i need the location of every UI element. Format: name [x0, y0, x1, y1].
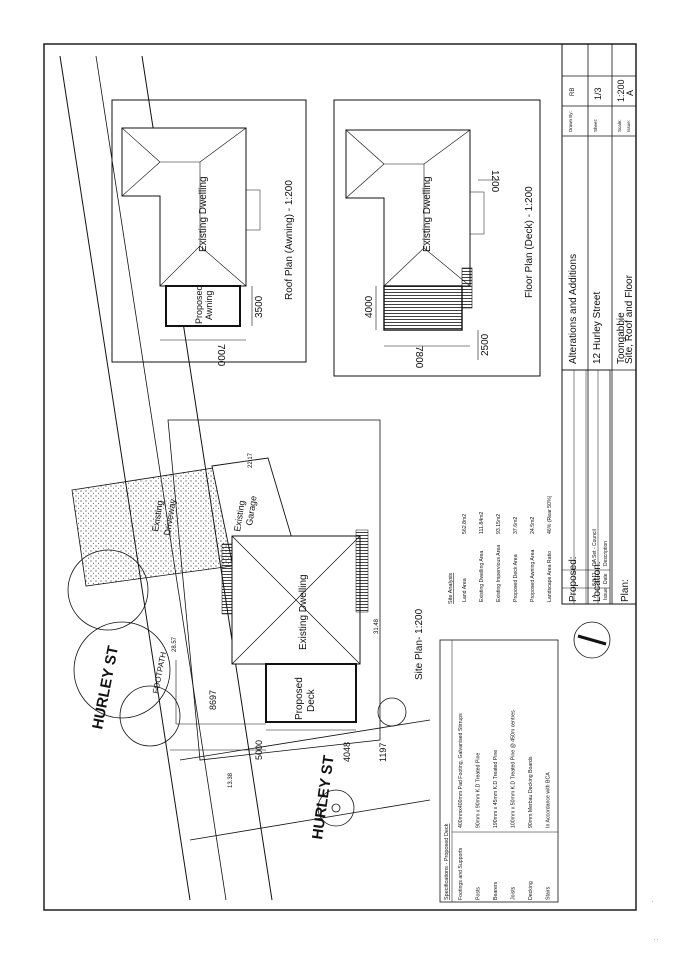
specification-label: Bearers — [493, 881, 499, 900]
roof-dim-7000: 7000 — [215, 344, 226, 367]
site-analysis-label: Existing Impervious Area — [496, 545, 502, 602]
roof-plan-title: Roof Plan (Awning) - 1:200 — [284, 180, 295, 300]
tree-canopy — [377, 697, 407, 727]
site-analysis-label: Proposed Awning Area — [530, 549, 536, 602]
tree-canopy — [119, 685, 181, 747]
issue-value: A — [625, 90, 635, 96]
site-analysis-label: Landscape Area Ratio — [547, 551, 553, 602]
issue-label: Issue: — [626, 120, 631, 132]
site-boundary — [167, 419, 381, 761]
svg-text:.: . — [652, 898, 653, 904]
drawn-by-label: Drawn By: — [568, 111, 573, 132]
specification-label: Joists — [511, 886, 517, 900]
driveway-label-1: Existing — [150, 500, 165, 533]
floor-plan-title: Floor Plan (Deck) - 1:200 — [524, 186, 535, 298]
specifications-heading: Specifications - Proposed Deck — [444, 823, 450, 900]
specifications-table: Specifications - Proposed Deck Footings … — [439, 639, 559, 903]
specification-value: 400mmx400mm Pad Footing, Galvanised Stir… — [458, 713, 464, 828]
site-analysis-value: 562.8m2 — [462, 514, 468, 534]
dim-13-38: 13.38 — [228, 772, 234, 788]
revision-row-description: DA Set - Council — [592, 529, 598, 566]
sheet-value: 1/3 — [593, 87, 603, 100]
tree-canopy — [73, 621, 171, 719]
floor-dim-2500: 2500 — [480, 333, 491, 356]
specification-value: 90mm x 90mm K.D Treated Pine — [476, 753, 482, 828]
dim-28-57: 28.57 — [172, 636, 178, 652]
deck-label-1: Proposed — [294, 677, 305, 720]
roof-plan: Existing Dwelling Proposed Awning 7000 3… — [111, 99, 307, 367]
site-analysis-label: Land Area — [462, 578, 468, 602]
specification-label: Posts — [476, 887, 482, 900]
plan-value: Site, Roof and Floor — [624, 274, 635, 364]
garage-label-1: Existing — [232, 500, 247, 533]
floor-dim-1200: 1200 — [489, 170, 500, 193]
revision-table: Issue Date Description A 8.8.11 DA Set -… — [561, 369, 611, 605]
deck-label-2: Deck — [306, 688, 317, 712]
site-analysis-label: Existing Dwelling Area — [479, 551, 485, 602]
dwelling-label-site: Existing Dwelling — [298, 574, 309, 650]
roof-dim-3500: 3500 — [254, 295, 265, 318]
specification-label: Stairs — [546, 886, 552, 900]
site-analysis-value: 46% (Rear 50%) — [547, 495, 553, 534]
north-arrow — [573, 621, 611, 659]
footpath-label: FOOTPATH — [151, 651, 168, 695]
site-plan-title: Site Plan- 1:200 — [414, 608, 425, 680]
dim-5000: 5000 — [254, 740, 264, 760]
proposed-label: Proposed: — [568, 556, 579, 602]
street-name-bottom: HURLEY ST — [309, 754, 338, 840]
revision-header-description: Description — [603, 541, 609, 566]
location-value-suburb: Toongabbie — [616, 312, 627, 364]
proposed-value: Alterations and Additions — [568, 254, 579, 364]
drawn-by-value: RB — [570, 88, 576, 96]
location-value-street: 12 Hurley Street — [592, 292, 603, 364]
specification-value: 190mm x 45mm K.D Treated Pine — [493, 750, 499, 828]
sheet-label: Sheet: — [593, 119, 598, 132]
floor-dim-4000: 4000 — [364, 295, 375, 318]
revision-row-date: 8.8.11 — [592, 572, 598, 586]
proposed-deck-floor — [383, 285, 463, 331]
dwelling-label-floor: Existing Dwelling — [422, 176, 433, 252]
revision-header-issue: Issue — [603, 588, 609, 600]
revision-row-issue: A — [592, 594, 598, 598]
specification-value: 100mm x 50mm K.D Treated Pine @ 450m cen… — [511, 710, 517, 828]
dim-22-17: 22.17 — [248, 452, 254, 468]
scale-value: 1:200 — [616, 79, 626, 102]
svg-text:. .: . . — [654, 936, 658, 942]
plan-label: Plan: — [620, 579, 631, 602]
tree-canopy — [317, 789, 355, 827]
site-analysis-value: 93.15m2 — [496, 514, 502, 534]
dim-8697: 8697 — [208, 690, 218, 710]
dim-4048: 4048 — [342, 742, 352, 762]
specification-label: Footings and Supports — [458, 847, 464, 900]
specification-label: Decking — [528, 881, 534, 900]
specification-value: 90mm Merbau Decking Boards — [528, 756, 534, 828]
location-label: Location: — [592, 561, 603, 602]
scale-label: Scale: — [617, 119, 622, 132]
title-block: Proposed: Alterations and Additions Loca… — [561, 43, 637, 605]
dim-31-48: 31.48 — [374, 618, 380, 634]
dwelling-label-roof: Existing Dwelling — [198, 176, 209, 252]
awning-label-1: Proposed — [194, 285, 204, 324]
revision-header-date: Date — [603, 573, 609, 584]
floor-plan: Existing Dwelling 4000 7800 2500 1200 Fl… — [333, 99, 541, 377]
proposed-awning — [165, 285, 241, 327]
site-analysis-value: 24.5m2 — [530, 517, 536, 534]
specification-value: In Accordance with BCA — [546, 772, 552, 828]
dim-1197: 1197 — [378, 743, 388, 762]
site-analysis-value: 37.6m2 — [513, 517, 519, 534]
site-analysis-heading: Site Analysis — [448, 573, 454, 604]
site-analysis-label: Proposed Deck Area — [513, 554, 519, 602]
awning-label-2: Awning — [204, 291, 214, 320]
floor-dim-7800: 7800 — [413, 346, 424, 369]
garage-label-2: Garage — [244, 495, 259, 526]
proposed-deck — [265, 663, 357, 723]
site-analysis-value: 111.84m2 — [479, 512, 485, 534]
existing-dwelling-floor — [345, 129, 471, 287]
